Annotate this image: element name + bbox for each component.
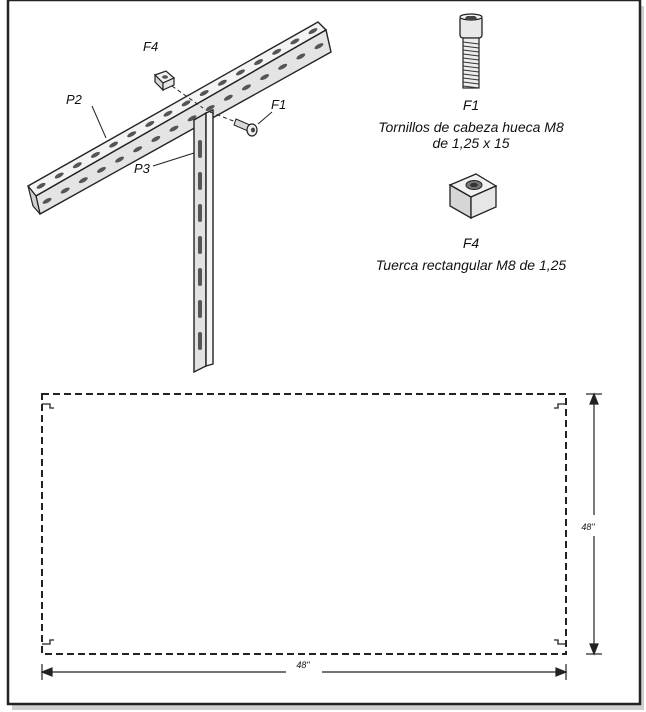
rail-slot [187,115,197,122]
rail-slot [169,125,179,132]
rail-slot [60,187,70,194]
nut-f4-guide-line [171,85,204,109]
rail-slot [36,182,46,189]
thread-line [462,73,480,77]
rail-slot [254,59,264,66]
rail-slot [235,69,245,76]
rail-slot [260,74,270,81]
rail-slot [151,135,161,142]
nut-f4-icon [448,173,498,220]
dimension-width-label: 48" [296,660,310,670]
label-p2: P2 [66,92,83,107]
legend-f4-line1: Tuerca rectangular M8 de 1,25 [376,257,567,273]
rail-slot [241,84,251,91]
rail-slot [290,38,300,45]
shelf-footprint-outline [41,393,567,655]
label-f1: F1 [271,97,286,112]
rail-slot [42,197,52,204]
legend-f4-code: F4 [463,235,480,251]
thread-line [462,61,480,65]
dimension-height [586,392,602,656]
rail-slot [272,48,282,55]
leader-p3 [152,152,195,167]
bolt-f1-icon [459,13,483,89]
rail-slot [308,28,318,35]
rail-slot [109,141,119,148]
rail-slot [181,100,191,107]
rail-slot [199,90,209,97]
thread-line [462,53,480,57]
rail-slot [96,166,106,173]
rail-slot [205,105,215,112]
label-p3: P3 [134,161,151,176]
upright-slot [198,332,202,350]
dimension-height-label: 48" [581,522,595,532]
upright-slot [198,300,202,318]
upright-p3-slots [198,140,202,350]
bolt-f1-thread [462,41,480,89]
thread-line [462,57,480,61]
legend-f1-line2: de 1,25 x 15 [432,135,509,151]
bolt-f1-assembled [209,111,258,137]
rail-slot [163,110,173,117]
thread-line [462,85,480,89]
upright-slot [198,204,202,222]
rail-slot [115,156,125,163]
upright-slot [198,236,202,254]
thread-line [462,77,480,81]
rail-p2-slots [36,28,324,204]
leader-p2 [91,105,107,139]
nut-f4-assembled [153,70,176,92]
thread-line [462,49,480,53]
rail-slot [314,43,324,50]
thread-line [462,65,480,69]
rail-slot [90,151,100,158]
rail-p2 [26,21,332,216]
upright-p3 [193,108,214,374]
rail-slot [133,146,143,153]
upright-slot [198,172,202,190]
rail-slot [296,53,306,60]
upright-slot [198,268,202,286]
legend-f1-line1: Tornillos de cabeza hueca M8 [378,119,564,135]
rail-slot [127,131,137,138]
label-f4: F4 [143,39,158,54]
rail-slot [54,172,64,179]
rail-slot [72,162,82,169]
rail-slot [78,177,88,184]
rail-slot [217,79,227,86]
footprint-corner-marks [42,403,566,645]
leader-f1 [257,111,273,125]
rail-slot [145,120,155,127]
rail-slot [223,94,233,101]
rail-slot [278,63,288,70]
upright-slot [198,140,202,158]
thread-line [462,41,480,45]
frame-border [6,0,642,706]
thread-line [462,81,480,85]
thread-line [462,45,480,49]
thread-line [462,69,480,73]
legend-f1-code: F1 [463,97,479,113]
dimension-width [40,664,568,680]
